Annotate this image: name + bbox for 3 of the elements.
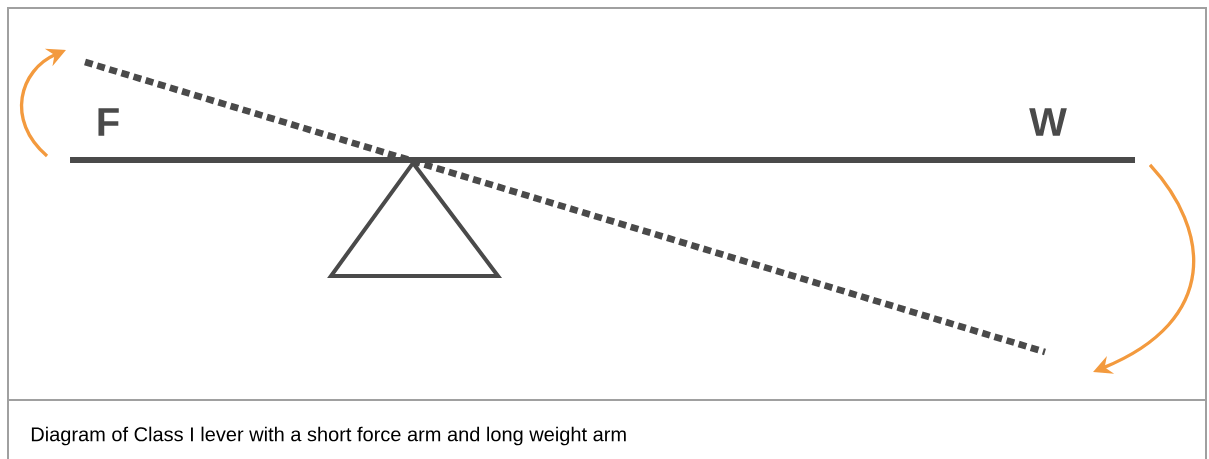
force-label: W [1029, 108, 1067, 136]
caption: Diagram of Class I lever with a short force arm and long weight arm [31, 426, 626, 446]
force-label: F [98, 108, 119, 136]
